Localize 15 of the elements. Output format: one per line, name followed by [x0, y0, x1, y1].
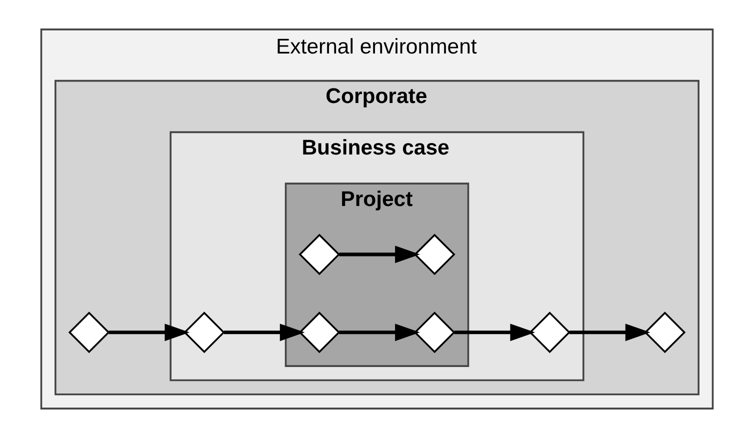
arrow — [338, 246, 420, 264]
arrow — [454, 324, 535, 342]
arrow — [338, 324, 420, 342]
node-diamond — [413, 312, 455, 354]
arrow — [568, 324, 650, 342]
node-diamond — [644, 312, 686, 354]
arrow — [223, 324, 304, 342]
cluster: Project — [284, 182, 469, 367]
node-diamond — [298, 234, 340, 276]
node-diamond — [68, 312, 110, 354]
node-diamond — [183, 312, 224, 354]
arrow — [108, 324, 190, 342]
node-diamond — [413, 234, 455, 276]
node-diamond — [528, 312, 570, 354]
node-diamond — [298, 312, 340, 354]
